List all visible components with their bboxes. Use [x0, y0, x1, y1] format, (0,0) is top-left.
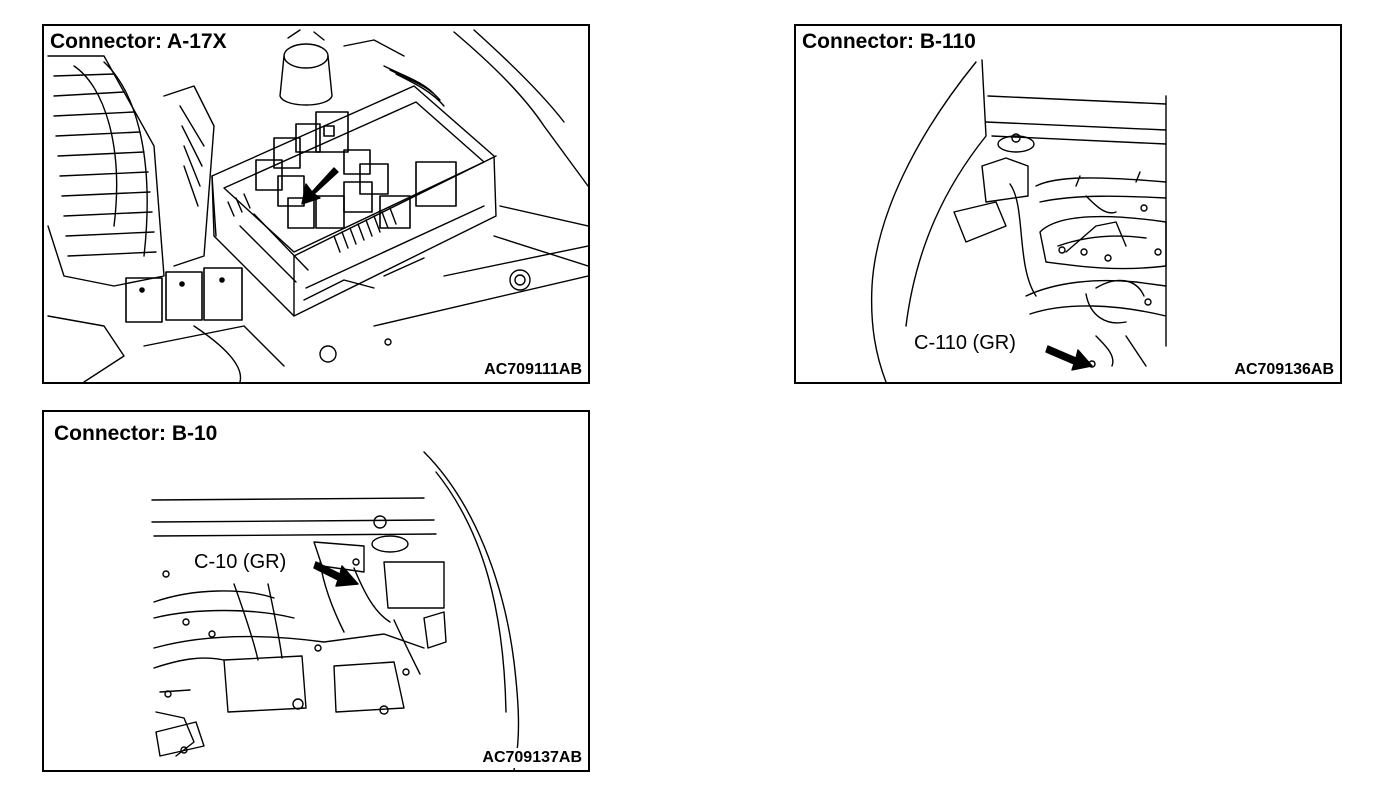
connector-callout-label: C-10 (GR): [192, 550, 289, 574]
fuses: [227, 193, 397, 253]
connector-callout-label: C-110 (GR): [912, 331, 1018, 355]
wiring-harness: [47, 29, 588, 382]
figure-id: AC709136AB: [1231, 360, 1334, 380]
relay-box: [211, 85, 497, 317]
engine-components: [153, 558, 425, 757]
relay-box-illustration: [47, 29, 588, 382]
location-arrow: [301, 167, 339, 205]
connector-title: Connector: A-17X: [50, 29, 230, 55]
reservoir-cap: [279, 29, 333, 106]
figure-id: AC709137AB: [479, 748, 582, 768]
radiator-grille: [47, 55, 215, 287]
engine-bay-illustration: [870, 59, 1167, 382]
connector-title: Connector: B-10: [54, 421, 221, 447]
diagram-panel-b-110: Connector: B-110 C-110 (GR) AC709136AB: [794, 24, 1342, 384]
engine-bay-illustration: [151, 451, 520, 770]
strut-tower: [953, 133, 1037, 297]
figure-id: AC709111AB: [481, 360, 582, 380]
relays: [125, 111, 457, 323]
callout-arrow: [313, 561, 359, 587]
diagram-panel-b-10: Connector: B-10 C-10 (GR) AC709137AB: [42, 410, 590, 772]
connector-title: Connector: B-110: [802, 29, 979, 55]
diagram-panel-a-17x: Connector: A-17X AC709111AB: [42, 24, 590, 384]
strut-tower: [313, 515, 447, 649]
engine-harness: [1025, 171, 1167, 368]
body-outline: [151, 451, 520, 770]
callout-arrow: [1045, 345, 1093, 371]
body-outline: [870, 59, 1167, 382]
